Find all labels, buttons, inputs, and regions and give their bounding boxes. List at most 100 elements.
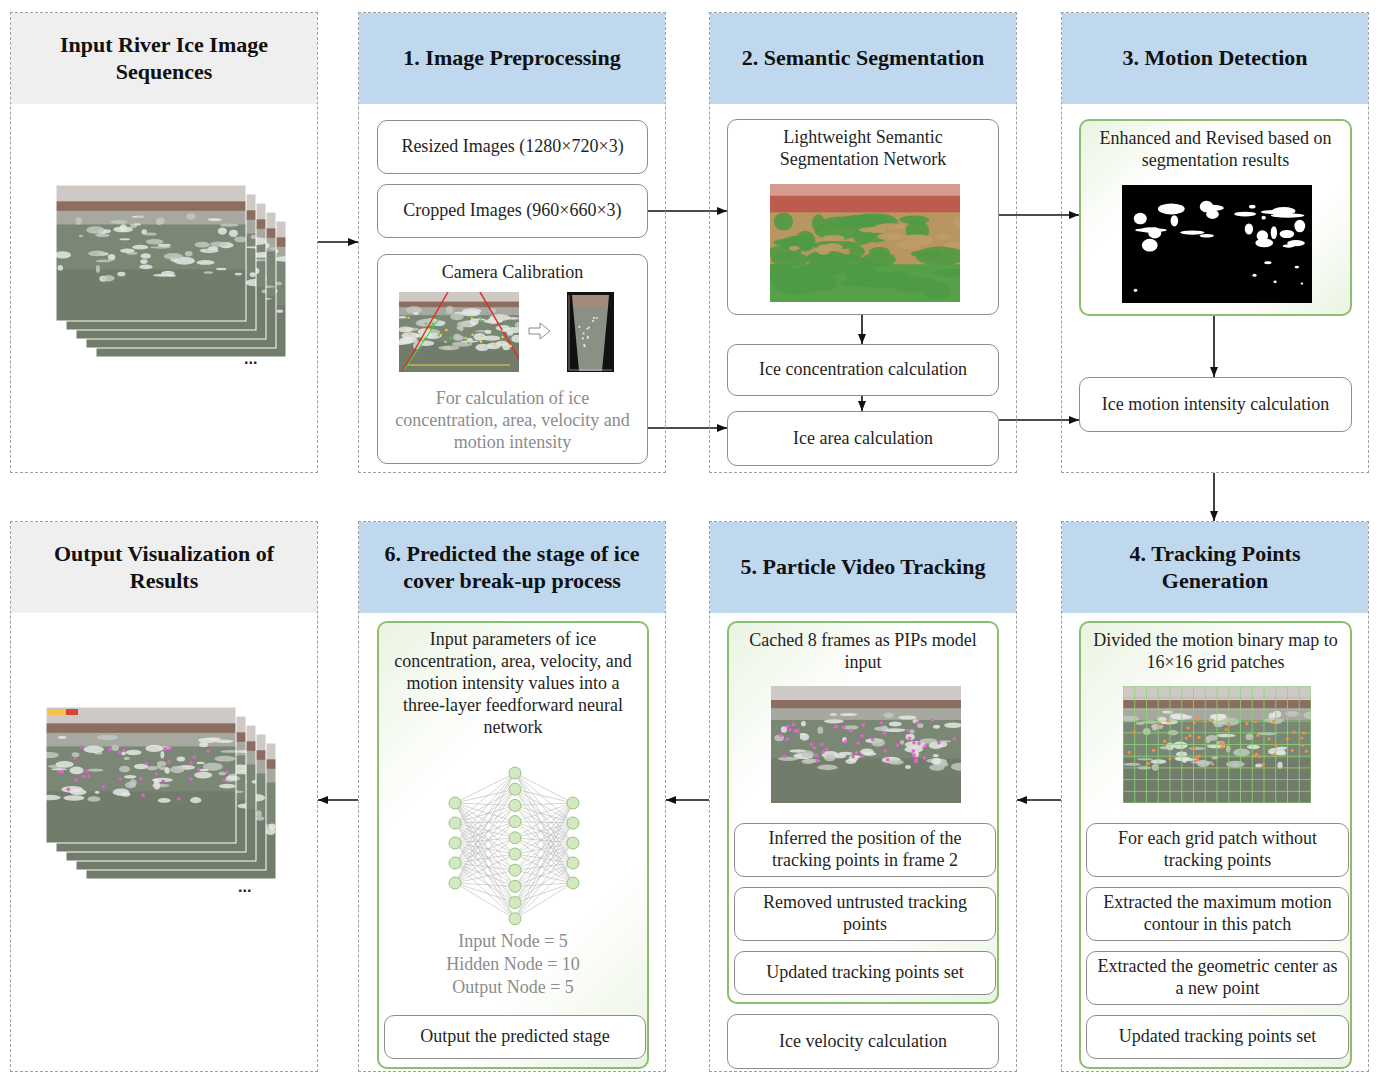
illustration-part xyxy=(472,318,485,320)
continuation-dots: ... xyxy=(244,350,257,368)
illustration-part xyxy=(515,883,573,919)
illustration-part xyxy=(903,235,928,239)
illustration-part xyxy=(154,782,161,790)
illustration-part xyxy=(515,773,573,803)
illustration-part xyxy=(1219,742,1222,745)
illustration-part xyxy=(190,797,201,803)
flow-arrow xyxy=(861,315,863,344)
illustration-part xyxy=(111,745,118,751)
illustration-part xyxy=(446,306,454,314)
illustration-part xyxy=(1223,743,1226,746)
illustration-part xyxy=(122,749,126,753)
illustration-part xyxy=(255,816,264,820)
illustration-part xyxy=(216,268,227,271)
illustration-part xyxy=(220,224,239,227)
flow-arrow xyxy=(999,419,1079,421)
illustration-part xyxy=(502,343,510,350)
illustration-part xyxy=(1263,718,1284,723)
stage-panel: 5. Particle Video TrackingCached 8 frame… xyxy=(709,521,1017,1072)
illustration-part xyxy=(1123,756,1311,757)
illustration-part xyxy=(58,265,64,271)
illustration-part xyxy=(862,723,866,727)
illustration-part xyxy=(1233,749,1250,757)
illustration-part xyxy=(197,767,201,771)
illustration-part xyxy=(515,822,573,823)
illustration-part xyxy=(463,310,480,316)
illustration-part xyxy=(86,226,104,234)
illustration-part xyxy=(861,754,865,758)
illustration-part xyxy=(1123,686,1311,803)
step-label: Removed untrusted tracking points xyxy=(745,892,985,936)
illustration-part xyxy=(954,217,960,227)
illustration-part xyxy=(74,778,78,782)
illustration-part xyxy=(1123,721,1311,722)
illustration-part xyxy=(155,772,159,776)
step-label: Extracted the geometric center as a new … xyxy=(1097,956,1338,1000)
process-box: Output the predicted stage xyxy=(384,1015,646,1059)
illustration-part xyxy=(1169,713,1187,719)
illustration-part xyxy=(1280,230,1295,238)
illustration-part xyxy=(399,327,413,333)
illustration-part xyxy=(56,185,246,321)
illustration-part xyxy=(937,741,941,745)
illustration-part xyxy=(455,805,515,883)
illustration-part xyxy=(139,777,143,781)
illustration-part xyxy=(916,246,960,265)
illustration-part xyxy=(1264,261,1271,264)
illustration-part xyxy=(51,768,67,770)
illustration-part xyxy=(1152,724,1158,731)
illustration-part xyxy=(567,817,579,829)
illustration-part xyxy=(144,233,157,236)
illustration-part xyxy=(79,745,83,749)
illustration-part xyxy=(1219,742,1222,745)
illustration-part xyxy=(63,795,84,801)
illustration-part xyxy=(145,745,163,752)
illustration-part xyxy=(1256,734,1259,737)
flow-arrow xyxy=(861,396,863,411)
illustration-part xyxy=(572,295,609,307)
illustration-part xyxy=(56,251,71,258)
illustration-part xyxy=(888,760,904,765)
illustration-part xyxy=(467,342,469,344)
illustration-part xyxy=(1287,240,1305,246)
illustration-part xyxy=(770,184,960,302)
illustration-part xyxy=(515,823,573,919)
illustration-part xyxy=(1262,216,1266,220)
illustration-part xyxy=(108,748,112,752)
illustration-part xyxy=(455,805,515,863)
illustration-part xyxy=(1123,767,1311,768)
illustration-part xyxy=(185,251,193,256)
illustration-part xyxy=(207,218,221,221)
illustration-part xyxy=(402,292,519,372)
illustration-part xyxy=(838,752,852,756)
illustration-part xyxy=(1300,736,1303,739)
illustration-part xyxy=(886,758,890,762)
illustration-part xyxy=(46,723,236,733)
illustration-part xyxy=(1276,751,1286,756)
illustration-part xyxy=(87,796,100,802)
illustration-part xyxy=(438,345,459,350)
illustration-part xyxy=(455,870,515,883)
illustration-part xyxy=(117,272,125,277)
illustration-part xyxy=(1134,289,1138,292)
illustration-part xyxy=(770,184,960,196)
illustration-part xyxy=(515,803,573,886)
illustration-part xyxy=(455,803,515,919)
illustration-part xyxy=(449,797,461,809)
illustration-part xyxy=(889,721,902,726)
header-band: 5. Particle Video Tracking xyxy=(710,522,1016,613)
illustration-part xyxy=(121,792,130,797)
illustration-part xyxy=(582,337,584,339)
illustration-part xyxy=(1169,757,1172,760)
illustration-part xyxy=(82,775,86,779)
process-group: Divided the motion binary map to 16×16 g… xyxy=(1079,621,1352,1069)
illustration-part xyxy=(145,762,149,766)
illustration-part xyxy=(455,789,515,843)
illustration xyxy=(729,623,1001,1006)
illustration-part xyxy=(96,735,118,740)
illustration-part xyxy=(909,729,914,733)
illustration-part xyxy=(102,785,106,789)
illustration-part xyxy=(70,767,84,775)
illustration-part xyxy=(1302,732,1305,735)
